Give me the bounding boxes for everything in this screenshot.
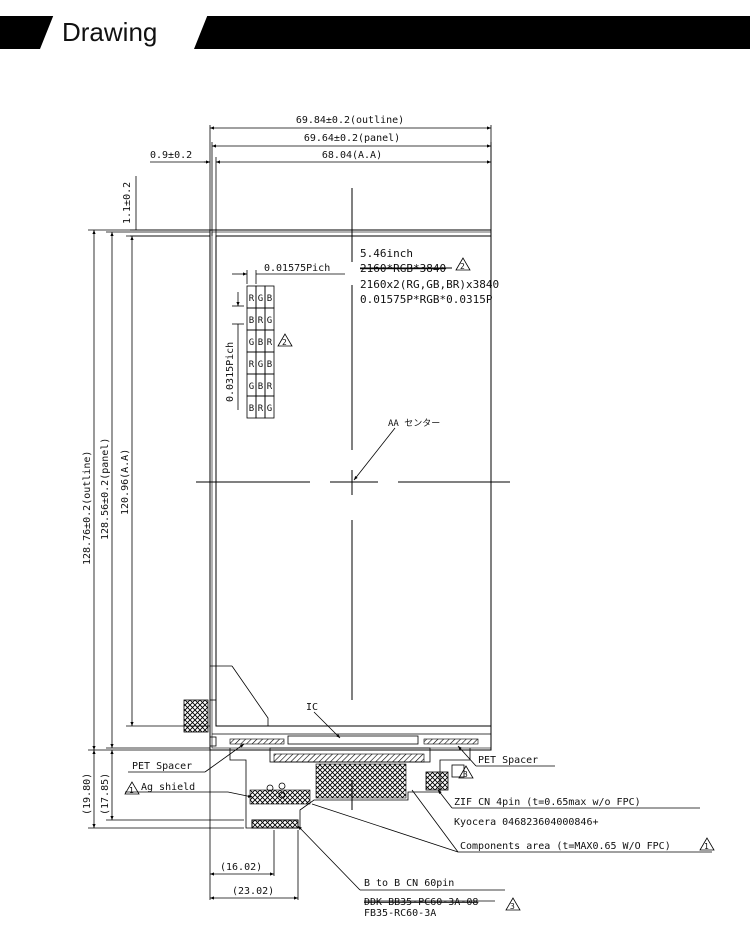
components-label: Components area (t=MAX0.65 W/O FPC) (460, 841, 671, 852)
connector-offset-a: (16.02) (220, 862, 262, 873)
rev-triangle-spec (455, 257, 471, 271)
ag-shield-label: Ag shield (141, 782, 195, 793)
ic-leader (313, 711, 341, 739)
kyocera-label: Kyocera 046823604000846+ (454, 817, 599, 828)
top-offset-dim (130, 176, 210, 237)
outline-height-label: 128.76±0.2(outline) (82, 451, 93, 565)
left-offset-label: 0.9±0.2 (150, 150, 192, 161)
pixel-rev-mark: 2 (282, 338, 287, 347)
bottom-dimensions (209, 750, 299, 900)
pixel-cell-label: B (267, 360, 272, 370)
zif-small-box (451, 764, 465, 778)
rev-triangle-ddk (505, 897, 521, 911)
pixel-cell-label: G (258, 294, 263, 304)
ddk-rev-mark: 3 (510, 902, 515, 911)
pixel-v-pitch-dim (232, 292, 244, 410)
pet-spacer-right-label: PET Spacer (478, 755, 538, 766)
rev-triangle-pet (458, 765, 474, 779)
ic-label: IC (306, 702, 318, 713)
pixel-cell-label: R (249, 360, 255, 370)
spec-rev-mark: 2 (460, 262, 465, 271)
pixel-cell-label: R (267, 338, 273, 348)
aa-center-leader (353, 427, 396, 481)
pet-left-leader (204, 743, 245, 773)
spec-resolution: 2160x2(RG,GB,BR)x3840 (360, 278, 499, 291)
ddk-new-label: FB35-RC60-3A (364, 908, 436, 919)
pixel-cell-label: B (258, 338, 263, 348)
btob-connector (251, 819, 299, 829)
pixel-cell-label: G (258, 360, 263, 370)
panel-outline (209, 229, 492, 751)
top-dimensions (150, 125, 492, 236)
fpc-holes (266, 782, 286, 799)
fpc-height-a-label: (19.80) (82, 773, 93, 815)
header-tab (40, 14, 208, 49)
ag-leader (227, 791, 253, 798)
fpc-hatch-top (273, 753, 425, 763)
section-header: Drawing (0, 0, 750, 50)
components-leader-b (411, 789, 459, 853)
panel-height-label: 128.56±0.2(panel) (100, 438, 111, 540)
spec-size: 5.46inch (360, 247, 413, 260)
aa-center-crosshair (196, 188, 510, 810)
pixel-cell-label: R (258, 316, 264, 326)
connector-offset-b: (23.02) (232, 886, 274, 897)
pixel-cell-label: B (258, 382, 263, 392)
pet-spacer-right-shape (423, 738, 479, 745)
pixel-cell-label: B (249, 404, 254, 414)
corner-pad (183, 699, 209, 733)
btob-label: B to B CN 60pin (364, 878, 454, 889)
rev-triangle-components (699, 837, 715, 851)
pet-spacer-left-label: PET Spacer (132, 761, 192, 772)
spec-pixel-pitch: 0.01575P*RGB*0.0315P (360, 293, 493, 306)
pet-spacer-left-shape (229, 738, 285, 745)
rev-triangle-pixel (277, 333, 293, 347)
components-rev-mark: 1 (704, 842, 709, 851)
pixel-cell (264, 395, 275, 419)
pixel-cell-label: G (267, 316, 272, 326)
pixel-cell-label: G (267, 404, 272, 414)
zif-label: ZIF CN 4pin (t=0.65max w/o FPC) (454, 797, 641, 808)
pixel-cell-label: B (267, 294, 272, 304)
components-area (315, 763, 407, 799)
header-title: Drawing (62, 17, 158, 47)
pixel-cell-label: R (249, 294, 255, 304)
fpc-height-b-label: (17.85) (100, 773, 111, 815)
zif-connector (425, 771, 449, 791)
zif-leader (437, 789, 453, 809)
pixel-cell-label: G (249, 382, 254, 392)
ddk-old-label: DDK BB35-PC60-3A-08 (364, 897, 478, 908)
outline-width-label: 69.84±0.2(outline) (296, 115, 404, 126)
pixel-cell-label: G (249, 338, 254, 348)
left-dimensions (88, 229, 244, 829)
components-leader-a (311, 803, 459, 853)
pixel-cell-label: B (249, 316, 254, 326)
pet-rev-mark: 3 (463, 770, 468, 779)
aa-center-label: AA センター (388, 418, 440, 429)
top-offset-label: 1.1±0.2 (122, 182, 133, 224)
ag-rev-mark: 1 (129, 786, 134, 795)
v-pitch-label: 0.0315Pich (225, 342, 236, 402)
panel-width-label: 69.64±0.2(panel) (304, 133, 400, 144)
pet-right-leader (457, 745, 477, 767)
ic-chip (287, 735, 419, 745)
h-pitch-label: 0.01575Pich (264, 263, 330, 274)
aa-width-label: 68.04(A.A) (322, 150, 382, 161)
aa-height-label: 120.96(A.A) (120, 449, 131, 515)
pixel-h-pitch-dim (232, 270, 345, 284)
pixel-cell-label: R (267, 382, 273, 392)
btob-leader (297, 825, 361, 891)
pixel-cell-label: R (258, 404, 264, 414)
rev-triangle-ag (124, 781, 140, 795)
corner-detail (209, 665, 269, 747)
